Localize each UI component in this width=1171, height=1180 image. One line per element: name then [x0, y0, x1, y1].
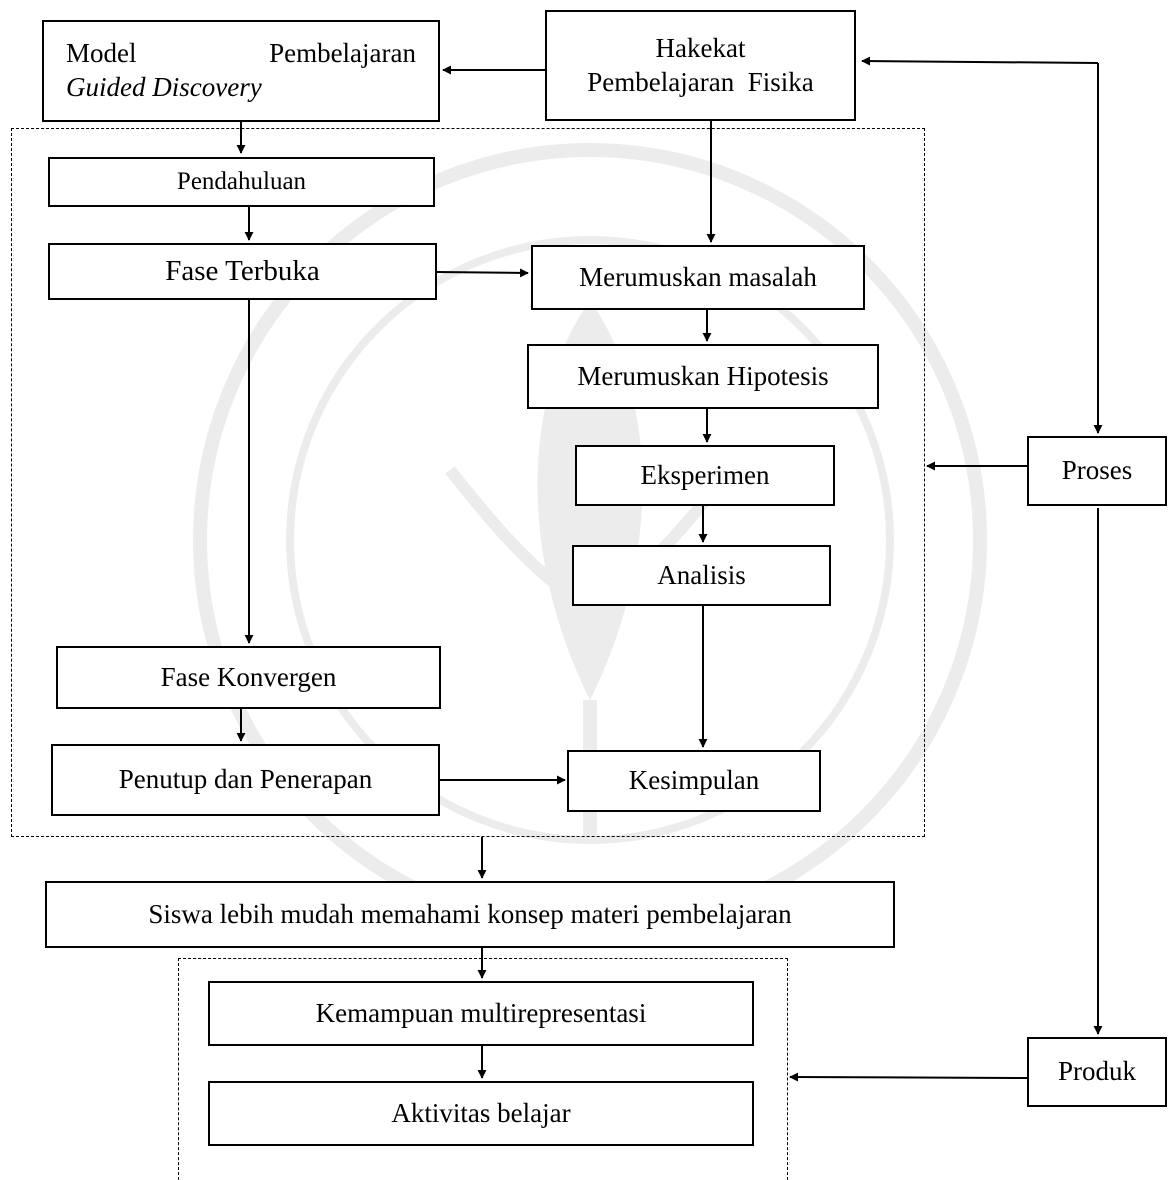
- kesimpulan-box: Kesimpulan: [567, 750, 821, 812]
- model-pembelajaran-box: Model Pembelajaran Guided Discovery: [42, 20, 440, 122]
- arrow-produk-to-region: [789, 1072, 1028, 1082]
- penutup-box: Penutup dan Penerapan: [51, 744, 440, 816]
- guided-discovery-label: Guided Discovery: [66, 72, 262, 102]
- pembelajaran-label: Pembelajaran: [269, 38, 416, 69]
- eksperimen-box: Eksperimen: [575, 445, 835, 506]
- pembelajaran-fisika-label: Pembelajaran Fisika: [587, 66, 814, 97]
- produk-box: Produk: [1027, 1037, 1167, 1107]
- fase-konvergen-box: Fase Konvergen: [56, 646, 441, 709]
- merumuskan-hipotesis-box: Merumuskan Hipotesis: [527, 344, 879, 409]
- hakekat-box: Hakekat Pembelajaran Fisika: [545, 10, 856, 121]
- kemampuan-multirepresentasi-box: Kemampuan multirepresentasi: [208, 981, 754, 1046]
- merumuskan-masalah-box: Merumuskan masalah: [531, 245, 865, 310]
- arrow-right-to-hakekat: [861, 56, 1099, 66]
- process-region: [11, 128, 925, 837]
- pendahuluan-box: Pendahuluan: [48, 157, 435, 207]
- proses-box: Proses: [1027, 436, 1167, 506]
- arrow-terbuka-to-masalah: [436, 268, 529, 278]
- siswa-box: Siswa lebih mudah memahami konsep materi…: [45, 881, 895, 948]
- hakekat-label: Hakekat: [655, 32, 746, 63]
- model-label: Model: [66, 38, 137, 69]
- analisis-box: Analisis: [572, 545, 831, 606]
- aktivitas-belajar-box: Aktivitas belajar: [208, 1081, 754, 1146]
- fase-terbuka-box: Fase Terbuka: [48, 243, 437, 300]
